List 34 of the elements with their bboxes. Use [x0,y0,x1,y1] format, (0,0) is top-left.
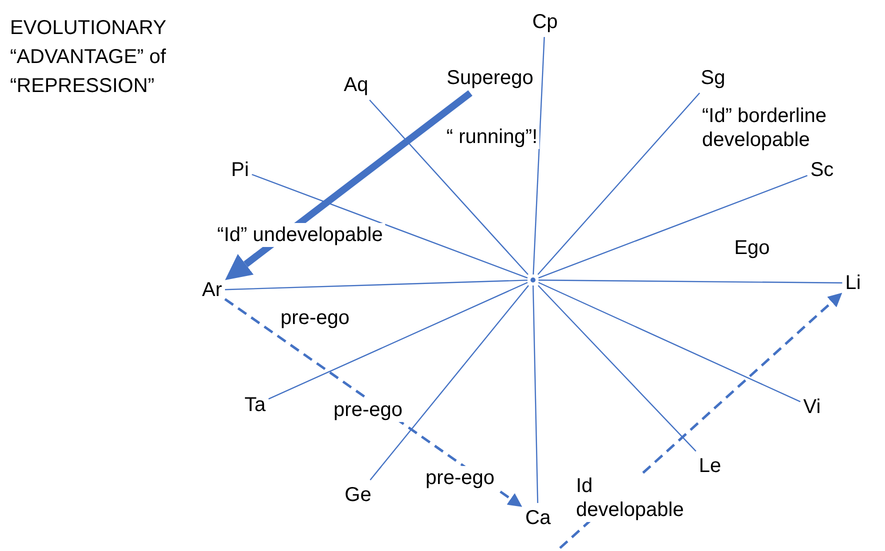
sign-label: Superego [446,66,534,90]
spoke-line [538,175,808,278]
center-dot [530,278,536,282]
spoke-line [538,280,842,284]
diagram-title: EVOLUTIONARY “ADVANTAGE” of “REPRESSION” [10,16,167,99]
spoke-line [268,282,528,400]
dashed-arrow [559,292,842,549]
region-label: pre-ego [424,466,496,490]
sign-label: Sc [810,158,834,182]
spoke-line [538,285,696,452]
dashed-arrow [224,298,522,507]
sign-label: Li [845,271,861,295]
spoke-line [532,36,545,275]
sign-label: Ge [344,483,372,507]
spoke-line [252,174,528,278]
sign-label: Ar [202,278,222,302]
sign-label: Aq [344,73,368,97]
spoke-line [532,285,538,504]
sign-label: Vi [803,395,821,419]
region-label: pre-ego [332,398,404,422]
spoke-line [224,280,528,290]
spoke-line [370,285,529,480]
sign-label: Ca [525,506,551,530]
sign-label: Sg [700,66,726,90]
sign-label: Pi [231,158,249,182]
spoke-line [369,100,528,275]
sign-label: Ta [244,393,266,417]
spoke-line [537,92,700,275]
sign-label: Le [698,454,722,478]
thick-arrow [225,90,472,280]
region-label: “Id” undevelopable [215,223,385,247]
spoke-line [538,282,801,402]
sign-label: Cp [532,10,558,34]
region-label: “ running”! [444,125,540,149]
